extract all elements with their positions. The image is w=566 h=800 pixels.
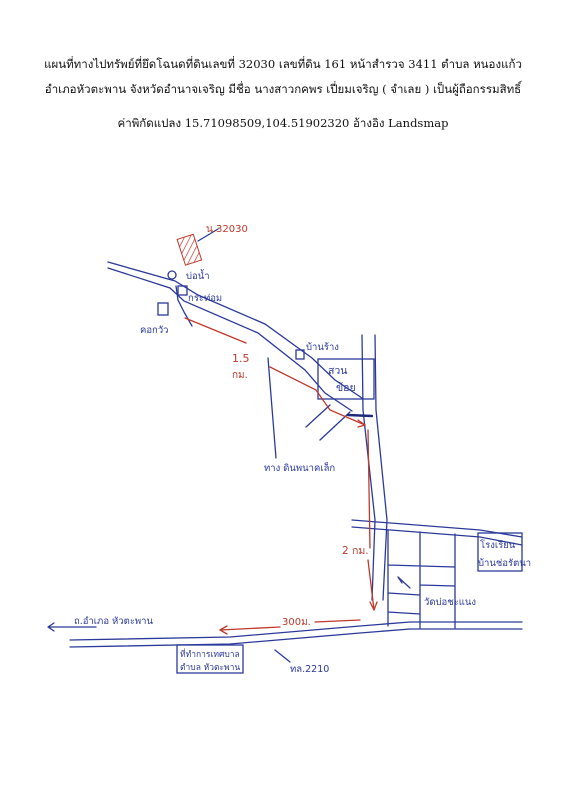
temple-label: วัดบ่อชะแนง bbox=[424, 597, 476, 608]
red-route-3 bbox=[219, 619, 361, 631]
temple-arrow bbox=[397, 576, 411, 589]
dirt-road-leader bbox=[267, 357, 277, 459]
village-grid bbox=[387, 529, 456, 629]
village-road-bottom bbox=[351, 526, 523, 546]
municipal-label-2: ตำบล หัวตะพาน bbox=[180, 663, 240, 673]
distance-1-unit: กม. bbox=[232, 370, 248, 381]
to-district-label: ถ.อำเภอ หัวตะพาน bbox=[74, 616, 154, 627]
parcel-leader bbox=[197, 228, 219, 242]
municipal-label-1: ที่ทำการเทศบาล bbox=[180, 648, 240, 660]
highway-label: ทล.2210 bbox=[290, 664, 329, 675]
header-coordinates: ค่าพิกัดแปลง 15.71098509,104.51902320 อ้… bbox=[117, 116, 449, 130]
village-road-top bbox=[351, 519, 523, 538]
header-line-1: แผนที่ทางไปทรัพย์ที่ยึดโฉนดที่ดินเลขที่ … bbox=[44, 57, 522, 71]
red-route-arrow-1 bbox=[357, 419, 366, 428]
red-route-arrow-3 bbox=[219, 625, 228, 635]
bottom-road-top bbox=[69, 621, 523, 641]
school-label-1: โรงเรียน bbox=[480, 539, 516, 551]
left-arrow bbox=[47, 622, 97, 632]
branch-road bbox=[305, 404, 351, 441]
main-road-bottom-edge bbox=[107, 267, 353, 412]
red-route-arrow-2 bbox=[369, 601, 378, 611]
header-line-2: อำเภอหัวตะพาน จังหวัดอำนาจเจริญ มีชื่อ น… bbox=[44, 82, 522, 96]
distance-1-label: 1.5 bbox=[232, 352, 250, 365]
main-road-top-edge bbox=[107, 261, 363, 399]
school-label-2: บ้านช่อรัตนา bbox=[478, 558, 531, 569]
distance-2-label: 2 กม. bbox=[342, 545, 369, 557]
barn-label: คอกวัว bbox=[140, 325, 168, 336]
hut-label: กระท่อม bbox=[188, 293, 222, 304]
parcel-hatch bbox=[176, 233, 203, 266]
well-circle bbox=[167, 270, 177, 280]
hut-box bbox=[177, 285, 188, 296]
red-route-1 bbox=[184, 317, 366, 426]
vertical-road-right bbox=[374, 334, 388, 601]
parcel-label: น.32030 bbox=[206, 224, 248, 235]
gate-line bbox=[346, 413, 374, 418]
garden-block bbox=[317, 358, 375, 400]
distance-3-label: 300ม. bbox=[282, 617, 311, 628]
house-label: บ้านร้าง bbox=[306, 342, 339, 353]
red-route-2 bbox=[367, 429, 375, 611]
highway-leader bbox=[274, 649, 291, 663]
garden-label-1: สวน bbox=[328, 365, 347, 377]
dirt-road-label: ทาง ดินพนาคเล็ก bbox=[264, 461, 335, 474]
municipal-box bbox=[176, 644, 244, 674]
well-label: บ่อน้ำ bbox=[186, 269, 210, 282]
house-box bbox=[295, 349, 305, 360]
garden-label-2: ข้อย bbox=[336, 382, 356, 394]
barn-box bbox=[157, 302, 169, 316]
school-box bbox=[477, 532, 523, 572]
